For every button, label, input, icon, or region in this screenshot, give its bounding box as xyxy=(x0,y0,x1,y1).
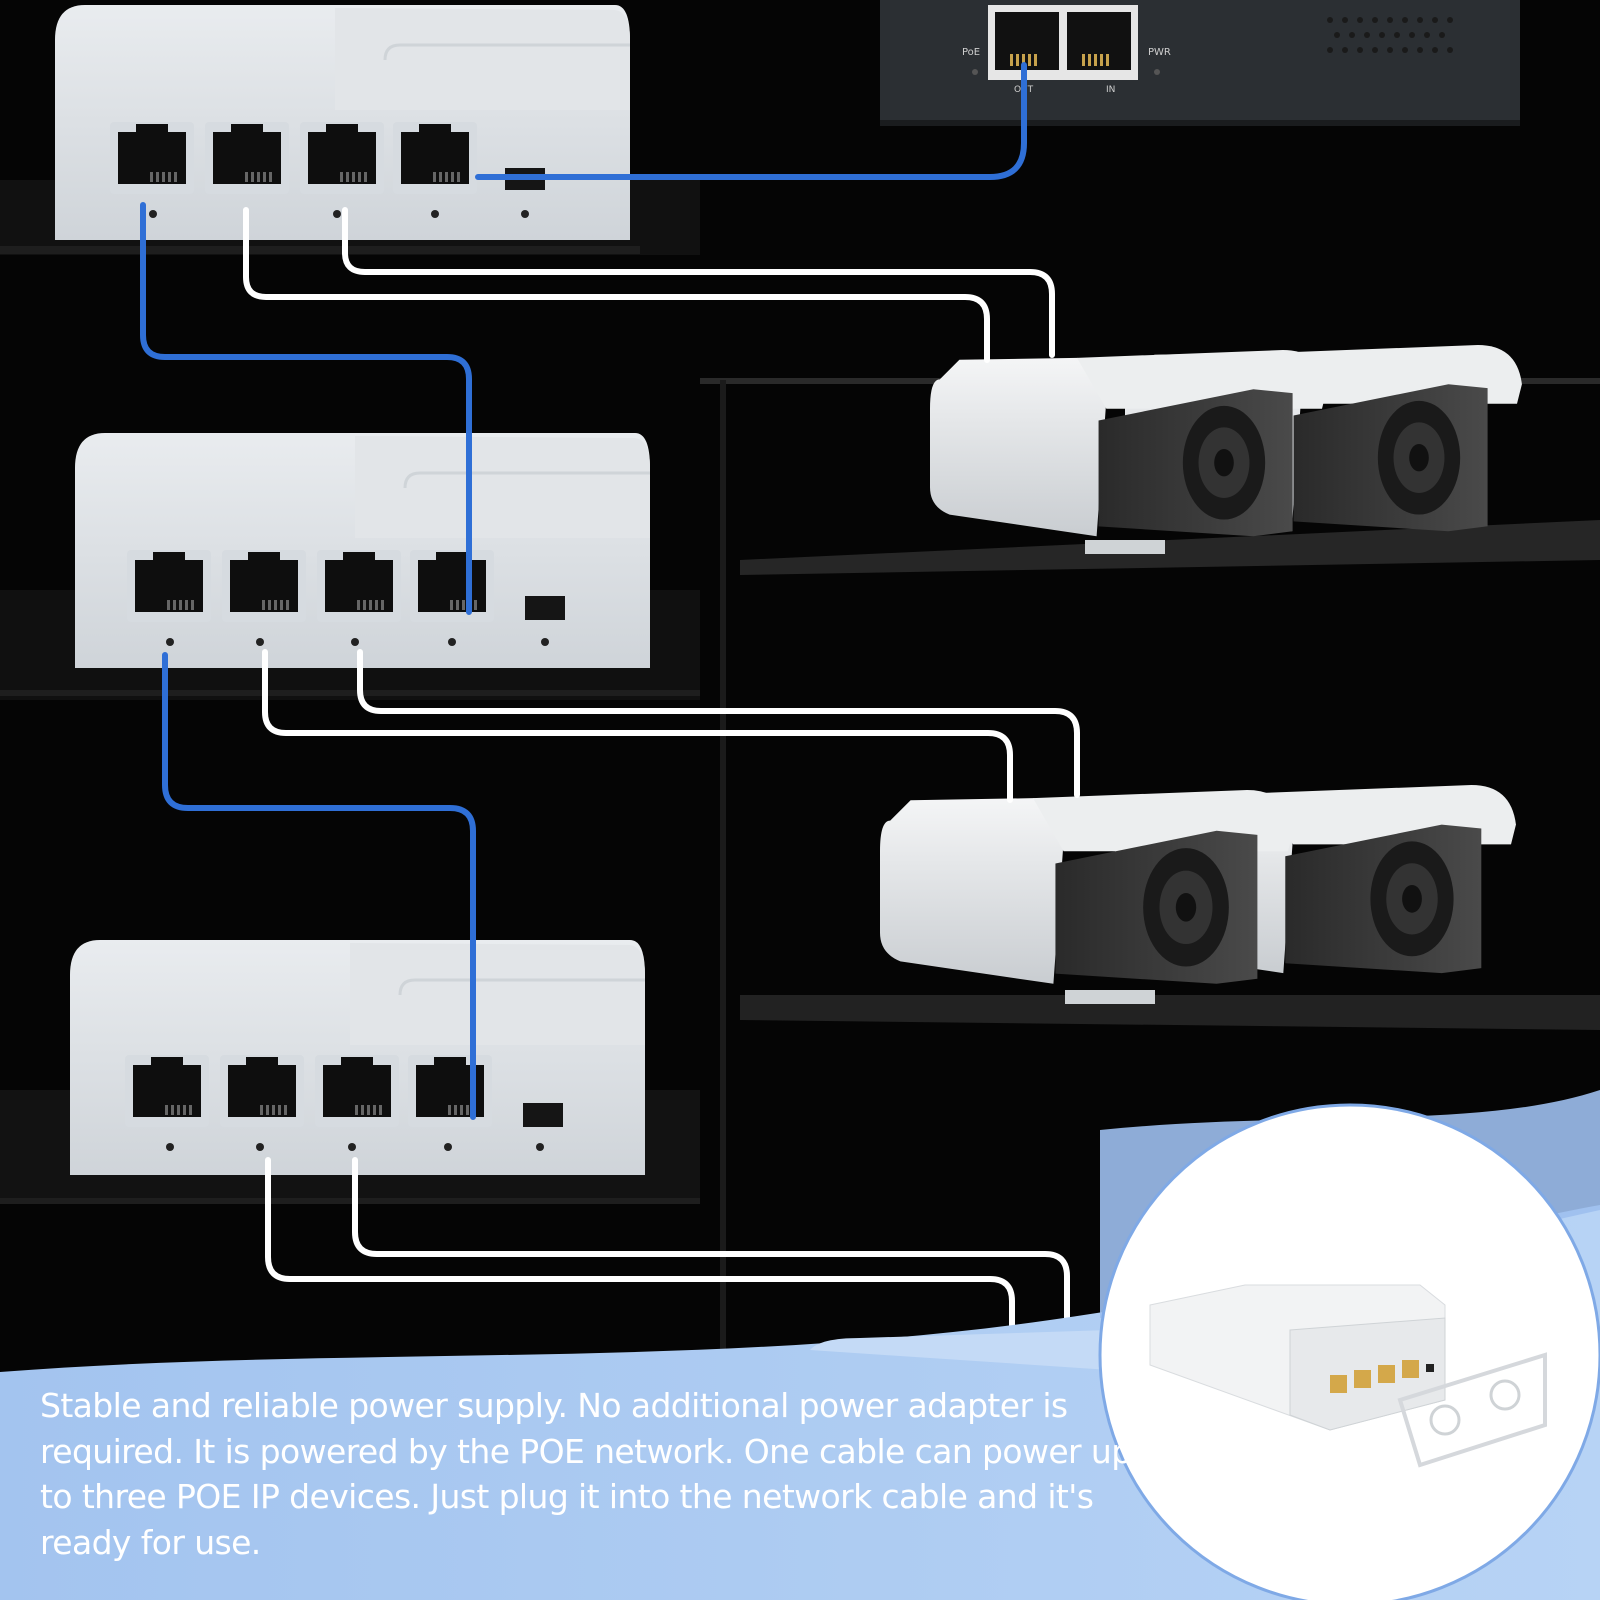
poe-switch-bottom xyxy=(70,940,645,1175)
camera-pair-lower xyxy=(880,785,1516,1004)
poe-injector: PoE PWR OUT IN xyxy=(880,0,1520,126)
poe-led xyxy=(972,69,978,75)
bullet-camera-icon xyxy=(880,790,1294,984)
poe-switch-top xyxy=(55,5,630,240)
caption-text: Stable and reliable power supply. No add… xyxy=(40,1386,1132,1562)
pwr-led-label: PWR xyxy=(1148,47,1171,58)
in-port-label: IN xyxy=(1106,85,1115,95)
bullet-camera-icon xyxy=(930,350,1327,537)
injector-ports xyxy=(988,5,1138,80)
camera-pair-upper xyxy=(930,345,1522,554)
poe-switch-middle xyxy=(75,433,650,668)
vent-grid xyxy=(1327,17,1453,53)
product-inset xyxy=(1098,1103,1600,1600)
uplink-cables xyxy=(140,62,1027,1120)
pwr-led xyxy=(1154,69,1160,75)
device-cables xyxy=(243,207,1080,1348)
poe-led-label: PoE xyxy=(962,47,980,58)
extender-product-icon xyxy=(1149,1284,1547,1468)
